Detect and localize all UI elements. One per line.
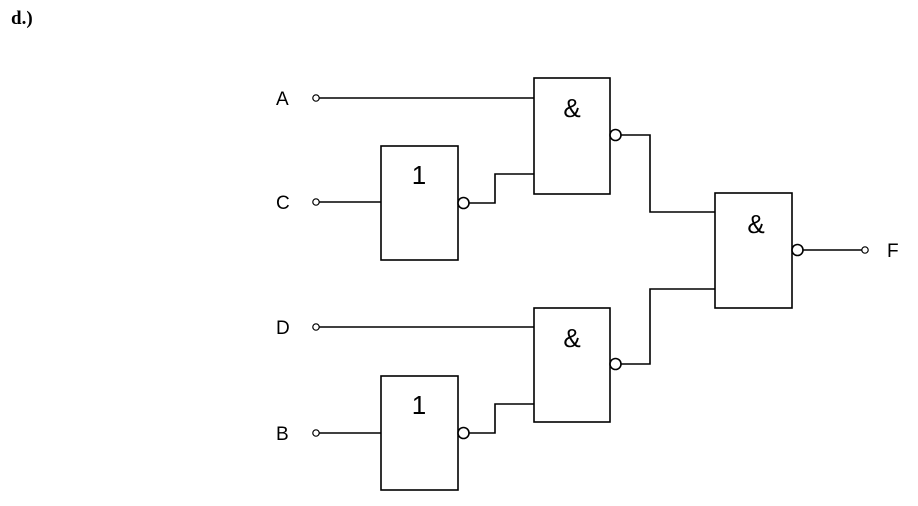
wire-nand-bottom-to-nand-output xyxy=(621,288,715,365)
not-gate-top-inverter-bubble xyxy=(457,196,470,210)
nand-gate-bottom-inverter-bubble xyxy=(609,357,622,371)
nand-gate-output-inverter-bubble xyxy=(791,243,804,257)
not-gate-top-symbol: 1 xyxy=(412,160,426,190)
nand-gate-top-inverter-bubble xyxy=(609,128,622,142)
nand-gate-output xyxy=(714,192,793,309)
nand-gate-bottom-symbol: & xyxy=(563,323,580,353)
output-label-f: F xyxy=(887,241,899,262)
input-terminal-d xyxy=(312,323,320,331)
output-terminal-f xyxy=(861,246,869,254)
wire-nand-top-to-nand-output xyxy=(621,134,715,213)
wire-not-top-to-nand-top xyxy=(469,173,534,204)
input-terminal-a xyxy=(312,94,320,102)
part-label: d.) xyxy=(11,8,33,29)
not-gate-bottom-symbol: 1 xyxy=(412,390,426,420)
input-terminal-b xyxy=(312,429,320,437)
nand-gate-output-symbol: & xyxy=(747,209,764,239)
nand-gate-top xyxy=(533,77,611,195)
input-label-c: C xyxy=(276,193,290,214)
input-terminal-c xyxy=(312,198,320,206)
input-label-a: A xyxy=(276,89,289,110)
input-label-d: D xyxy=(276,318,290,339)
not-gate-bottom xyxy=(380,375,459,491)
input-label-b: B xyxy=(276,424,289,445)
nand-gate-top-symbol: & xyxy=(563,93,580,123)
not-gate-bottom-inverter-bubble xyxy=(457,426,470,440)
wire-not-bottom-to-nand-bottom xyxy=(469,403,534,434)
